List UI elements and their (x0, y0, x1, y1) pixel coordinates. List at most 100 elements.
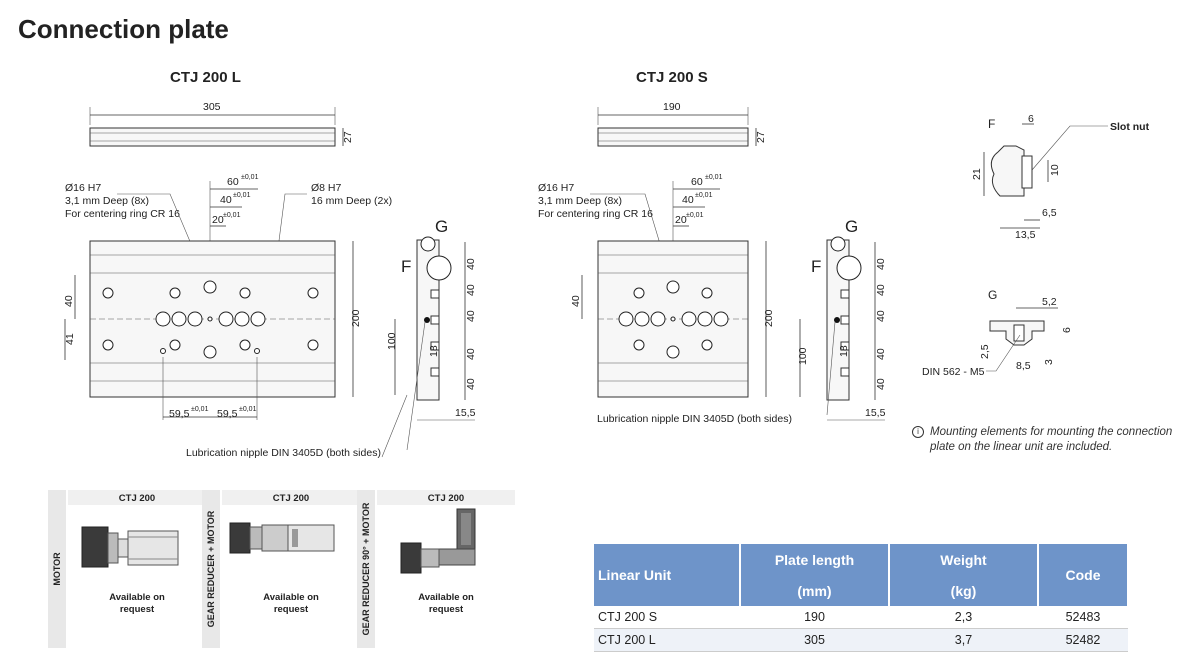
dim-595a: 59,5 (169, 408, 190, 420)
side-40-l1: 40 (465, 258, 477, 270)
avail-line-1: Available on (418, 592, 474, 603)
detail-g-25: 2,5 (979, 344, 991, 359)
dim-595b: 59,5 (217, 408, 238, 420)
spec-table: Linear Unit Plate length Weight Code (mm… (594, 544, 1129, 652)
cell-code: 52483 (1038, 606, 1128, 629)
dim-60-s: 60 (691, 176, 703, 188)
nipple-note-l: Lubrication nipple DIN 3405D (both sides… (186, 447, 381, 459)
dim-height-l: 27 (342, 131, 354, 143)
dim-length-l: 305 (203, 101, 221, 113)
plate-holes-l (102, 280, 319, 359)
tol-595a: ±0,01 (191, 406, 209, 413)
dim-41-l: 41 (64, 333, 76, 345)
tol-40-s: ±0,01 (695, 192, 713, 199)
dim-60: 60 (227, 176, 239, 188)
side-40-s1: 40 (875, 258, 887, 270)
cell-unit: CTJ 200 L (594, 628, 740, 652)
tol-595b: ±0,01 (239, 406, 257, 413)
avail-line-1: Available on (263, 592, 319, 603)
hole16-note-s-2: 3,1 mm Deep (8x) (538, 195, 622, 207)
detail-f-135: 13,5 (1015, 229, 1036, 241)
hole16-note-2: 3,1 mm Deep (8x) (65, 195, 149, 207)
gear-reducer-motor-icon (229, 522, 335, 554)
tol-60-s: ±0,01 (705, 174, 723, 181)
side-18-s: 18 (838, 345, 850, 357)
plate-holes-s (618, 280, 729, 359)
hole8-note-1: Ø8 H7 (311, 182, 342, 194)
drawing-l-title: CTJ 200 L (170, 69, 241, 86)
nipple-note-s: Lubrication nipple DIN 3405D (both sides… (597, 413, 792, 425)
side-40-l2: 40 (465, 284, 477, 296)
side-40-s2: 40 (875, 284, 887, 296)
dim-40v-s: 40 (570, 295, 582, 307)
cell-code: 52482 (1038, 628, 1128, 652)
tol-20: ±0,01 (223, 212, 241, 219)
dim-20: 20 (212, 214, 224, 226)
side-40-s3: 40 (875, 310, 887, 322)
note-line-2: plate on the linear unit are included. (930, 441, 1113, 453)
drive-side-gear: GEAR REDUCER + MOTOR (202, 490, 220, 648)
detail-g-din: DIN 562 - M5 (922, 366, 985, 378)
cell-length: 190 (740, 606, 889, 629)
side-g-l: G (435, 217, 448, 236)
drive-side-motor: MOTOR (48, 490, 66, 648)
col-weight: Weight (889, 544, 1039, 575)
cell-length: 305 (740, 628, 889, 652)
hole16-note-1: Ø16 H7 (65, 182, 101, 194)
detail-g-3: 3 (1043, 359, 1055, 365)
side-155-l: 15,5 (455, 407, 476, 419)
drive-header: CTJ 200 (272, 493, 310, 504)
drive-side-label: GEAR REDUCER + MOTOR (206, 510, 216, 628)
side-40-s4: 40 (875, 348, 887, 360)
hole16-note-3: For centering ring CR 16 (65, 208, 180, 220)
detail-f: F Slot nut 21 10 6 6,5 13,5 (971, 113, 1150, 241)
mounting-note: i Mounting elements for mounting the conn… (912, 425, 1172, 455)
detail-f-65: 6,5 (1042, 207, 1057, 219)
hole8-note-2: 16 mm Deep (2x) (311, 195, 392, 207)
side-155-s: 15,5 (865, 407, 886, 419)
nipple-leader-l (381, 394, 408, 458)
dim-20-s: 20 (675, 214, 687, 226)
motor-icon (81, 526, 179, 568)
dim-100-s: 100 (797, 347, 809, 365)
col-weight-unit: (kg) (889, 575, 1039, 606)
side-profile-s: G F 40 40 40 40 40 18 15,5 (811, 217, 887, 421)
detail-g-85: 8,5 (1016, 360, 1031, 372)
side-f-s: F (811, 257, 821, 276)
dim-height-s: 27 (755, 131, 767, 143)
side-g-s: G (845, 217, 858, 236)
detail-f-10: 10 (1049, 164, 1061, 176)
detail-g-label: G (988, 288, 997, 302)
dim-200-l: 200 (350, 309, 362, 327)
note-line-1: Mounting elements for mounting the conne… (930, 426, 1173, 438)
side-f-l: F (401, 257, 411, 276)
tol-40: ±0,01 (233, 192, 251, 199)
drawing-s: 190 27 Ø16 H7 3,1 mm Deep (8x) For cente… (538, 101, 809, 398)
side-40-l3: 40 (465, 310, 477, 322)
dim-40: 40 (220, 194, 232, 206)
avail-line-2: request (428, 604, 464, 615)
col-plate-length: Plate length (740, 544, 890, 575)
cell-unit: CTJ 200 S (594, 606, 740, 629)
dim-length-s: 190 (663, 101, 681, 113)
drawing-s-title: CTJ 200 S (636, 69, 708, 86)
col-code: Code (1038, 544, 1129, 606)
detail-f-21: 21 (971, 168, 983, 180)
info-icon: i (912, 426, 924, 438)
hole16-note-s-1: Ø16 H7 (538, 182, 574, 194)
side-40-s5: 40 (875, 378, 887, 390)
avail-line-2: request (119, 604, 155, 615)
drive-side-label: GEAR REDUCER 90° + MOTOR (361, 502, 371, 636)
drawing-l: 305 27 Ø16 H7 3,1 mm Deep (8x) For cente… (63, 101, 392, 420)
detail-g-6: 6 (1061, 327, 1073, 333)
detail-g: G 5,2 6 2,5 8,5 3 DIN 562 - M5 (922, 288, 1073, 378)
detail-g-52: 5,2 (1042, 296, 1057, 308)
detail-f-label: F (988, 117, 995, 131)
side-40-l5: 40 (465, 378, 477, 390)
col-plate-length-unit: (mm) (740, 575, 890, 606)
